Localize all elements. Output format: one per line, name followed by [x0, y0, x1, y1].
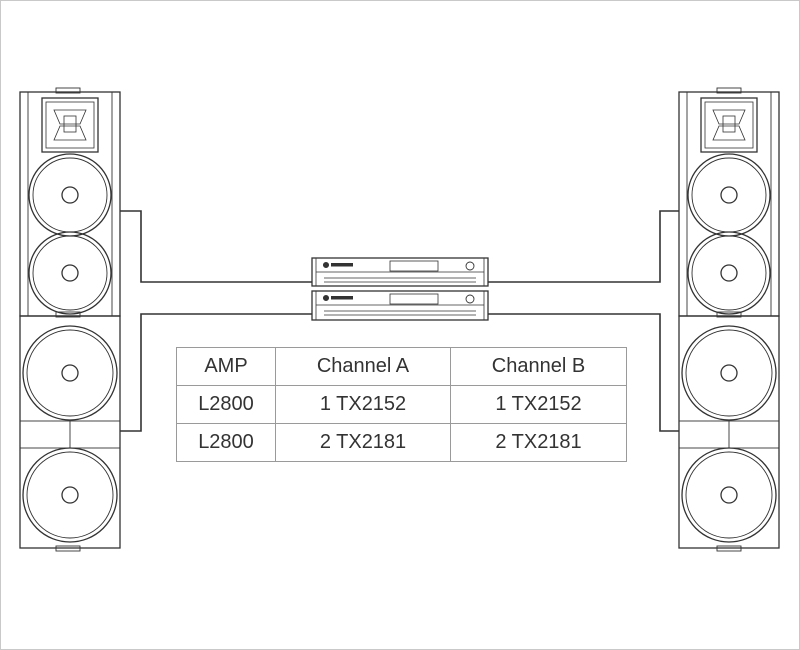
- cable-left-sub: [120, 313, 312, 432]
- cell-amp: L2800: [176, 385, 276, 424]
- right-speaker-stack: [678, 87, 780, 552]
- right-horn-icon: [700, 97, 758, 153]
- table-row: L2800 1 TX2152 1 TX2152: [176, 385, 627, 424]
- header-channel-b: Channel B: [450, 347, 627, 386]
- left-horn-icon: [41, 97, 99, 153]
- cell-channel-a: 1 TX2152: [275, 385, 451, 424]
- cable-left-top: [120, 210, 312, 283]
- right-sub-cabinet: [678, 311, 780, 552]
- table-header-row: AMP Channel A Channel B: [176, 347, 627, 386]
- cell-channel-b: 1 TX2152: [450, 385, 627, 424]
- left-mid-woofer-2-icon: [28, 231, 112, 315]
- cable-right-top: [488, 210, 679, 283]
- left-subwoofer-1-icon: [22, 325, 118, 421]
- cell-amp: L2800: [176, 423, 276, 462]
- amplifier-2-icon: [311, 290, 489, 321]
- cable-right-sub: [488, 313, 679, 432]
- header-channel-a: Channel A: [275, 347, 451, 386]
- right-subwoofer-2-icon: [681, 447, 777, 543]
- speaker-cables: [120, 210, 679, 432]
- right-mid-woofer-1-icon: [687, 153, 771, 237]
- amp-channel-table: AMP Channel A Channel B L2800 1 TX2152 1…: [176, 347, 627, 462]
- table-row: L2800 2 TX2181 2 TX2181: [176, 423, 627, 462]
- cell-channel-b: 2 TX2181: [450, 423, 627, 462]
- left-speaker-stack: [19, 87, 121, 552]
- amplifier-1-icon: [311, 257, 489, 287]
- left-sub-cabinet: [19, 311, 121, 552]
- left-subwoofer-2-icon: [22, 447, 118, 543]
- left-mid-woofer-1-icon: [28, 153, 112, 237]
- cell-channel-a: 2 TX2181: [275, 423, 451, 462]
- right-top-cabinet: [678, 87, 780, 317]
- right-subwoofer-1-icon: [681, 325, 777, 421]
- right-mid-woofer-2-icon: [687, 231, 771, 315]
- left-top-cabinet: [19, 87, 121, 317]
- header-amp: AMP: [176, 347, 276, 386]
